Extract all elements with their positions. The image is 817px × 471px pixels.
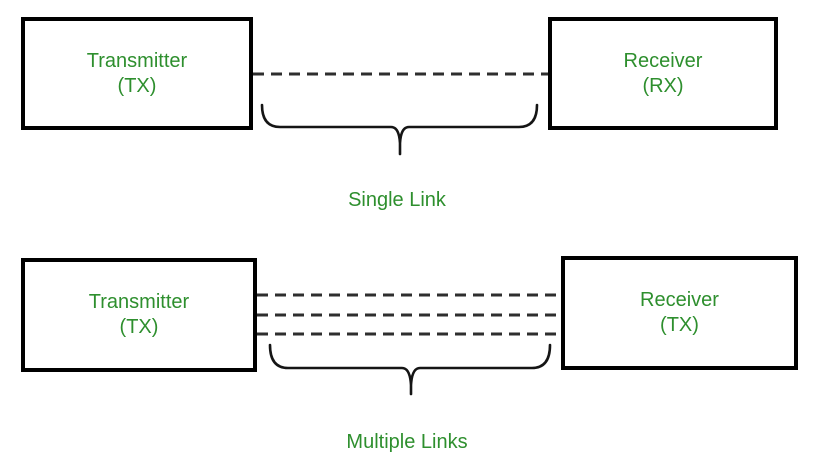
single-link-underbrace <box>260 103 539 156</box>
transmitter-label: Transmitter <box>86 49 188 72</box>
multiple-links-caption: Multiple Links <box>346 431 468 453</box>
transmitter-box-multiple: Transmitter (TX) <box>21 258 257 372</box>
receiver-label: Receiver <box>640 289 719 311</box>
receiver-label: Receiver <box>623 49 703 72</box>
receiver-box-single: Receiver (RX) <box>548 17 778 130</box>
multiple-links-underbrace <box>268 343 552 396</box>
receiver-box-multiple: Receiver (TX) <box>561 256 798 370</box>
receiver-abbr: (RX) <box>642 74 684 97</box>
transmitter-label: Transmitter <box>88 291 190 313</box>
transmitter-abbr: (TX) <box>119 316 159 338</box>
receiver-abbr: (TX) <box>660 314 699 336</box>
transmitter-box-single: Transmitter (TX) <box>21 17 253 130</box>
single-link-caption: Single Link <box>348 189 446 211</box>
transmitter-abbr: (TX) <box>117 74 157 97</box>
